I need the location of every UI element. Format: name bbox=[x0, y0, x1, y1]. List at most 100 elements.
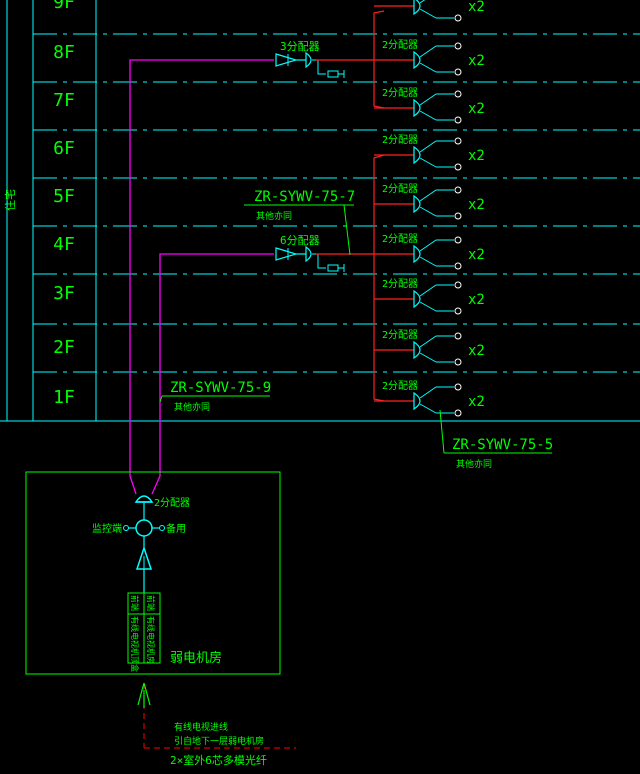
incoming-cable: 有线电视进线 引自地下一层弱电机房 2×室外6芯多模光纤 bbox=[137, 682, 296, 767]
tv-outlet-icon-7b bbox=[454, 307, 462, 315]
outlet-multiplier-5: x2 bbox=[468, 197, 485, 213]
trunk-line-lower bbox=[151, 253, 274, 495]
branch-splitter-group-9: 2分配器 x2 bbox=[374, 380, 485, 417]
headend-text-3: 前端 bbox=[146, 595, 156, 611]
tv-outlet-icon-2a bbox=[454, 42, 462, 50]
trunk-amplifier-icon-1 bbox=[275, 53, 299, 67]
branch-splitter-label-3: 2分配器 bbox=[382, 87, 418, 99]
right-port-label: 备用 bbox=[166, 522, 186, 535]
branch-splitter-label-5: 2分配器 bbox=[382, 183, 418, 195]
branch-splitter-label-2: 2分配器 bbox=[382, 39, 418, 51]
branch-splitter-icon-2 bbox=[413, 50, 421, 70]
branch-splitter-group-5: 2分配器 x2 bbox=[374, 183, 485, 220]
floor-label-5F: 5F bbox=[53, 186, 75, 207]
cable-spec-3: ZR-SYWV-75-5 bbox=[452, 437, 553, 453]
equipment-room-box bbox=[25, 471, 281, 675]
feeder-lower-bottom bbox=[373, 254, 385, 402]
cable-annotation-3: ZR-SYWV-75-5 其他亦同 bbox=[439, 409, 553, 470]
branch-splitter-label-8: 2分配器 bbox=[382, 329, 418, 341]
branch-splitters: x2 2分配器 x2 2分配器 x2 2分配器 x2 2分配器 x2 2分配器 x2 2分配器 x2 2分… bbox=[373, 0, 485, 417]
cable-annotation-2: ZR-SYWV-75-9 其他亦同 bbox=[159, 380, 271, 413]
incoming-arrow-icon bbox=[137, 682, 151, 708]
directional-coupler-icon bbox=[135, 519, 153, 537]
headend-text-2: 有线电视机顶盒 bbox=[130, 616, 140, 672]
feeder-upper-bottom bbox=[373, 60, 385, 109]
room-splitter-label: 2分配器 bbox=[154, 497, 190, 509]
branch-splitter-label-9: 2分配器 bbox=[382, 380, 418, 392]
tv-outlet-icon-1b bbox=[454, 14, 462, 22]
terminator-icon-2 bbox=[327, 264, 339, 272]
tv-outlet-icon-7a bbox=[454, 281, 462, 289]
branch-splitter-icon-8 bbox=[413, 340, 421, 360]
outlet-multiplier-1: x2 bbox=[468, 0, 485, 15]
branch-splitter-icon-4 bbox=[413, 145, 421, 165]
incoming-note-line1: 有线电视进线 bbox=[174, 721, 228, 733]
outlet-multiplier-2: x2 bbox=[468, 53, 485, 69]
left-port-label: 监控端 bbox=[92, 522, 122, 535]
branch-splitter-icon-3 bbox=[413, 98, 421, 118]
left-column-label: 住宅 bbox=[3, 189, 17, 211]
cable-annotation-1: ZR-SYWV-75-7 其他亦同 bbox=[244, 189, 355, 256]
trunk-cables bbox=[129, 59, 274, 495]
floor-label-3F: 3F bbox=[53, 283, 75, 304]
equipment-room: 弱电机房 2分配器 监控端 备用 前端 有线电视机顶盒 前端 有线电视机房 bbox=[25, 471, 281, 675]
floor-grid bbox=[0, 0, 640, 422]
branch-splitter-label-6: 2分配器 bbox=[382, 233, 418, 245]
trunk-amplifier-icon-2 bbox=[275, 247, 299, 261]
branch-splitter-icon-6 bbox=[413, 244, 421, 264]
tv-outlet-icon-5a bbox=[454, 186, 462, 194]
incoming-note-line3: 2×室外6芯多模光纤 bbox=[170, 753, 267, 767]
headend-text-1: 前端 bbox=[130, 595, 140, 611]
terminator-icon-1 bbox=[327, 70, 339, 78]
branch-splitter-group-6: 2分配器 x2 bbox=[374, 233, 485, 270]
tv-outlet-icon-3a bbox=[454, 90, 462, 98]
branch-splitter-icon-1 bbox=[413, 0, 421, 16]
tv-outlet-icon-4a bbox=[454, 137, 462, 145]
tv-outlet-icon-8a bbox=[454, 332, 462, 340]
equipment-room-name: 弱电机房 bbox=[170, 650, 222, 666]
tv-outlet-icon-8b bbox=[454, 358, 462, 366]
cable-note-2: 其他亦同 bbox=[174, 401, 210, 413]
outlet-multiplier-4: x2 bbox=[468, 148, 485, 164]
headend-text-4: 有线电视机房 bbox=[146, 616, 156, 664]
floor-label-8F: 8F bbox=[53, 42, 75, 63]
outlet-multiplier-9: x2 bbox=[468, 394, 485, 410]
floor-label-2F: 2F bbox=[53, 337, 75, 358]
trunk-splitters bbox=[275, 51, 374, 272]
trunk-line-upper bbox=[129, 59, 274, 495]
trunk-splitter-label-1: 3分配器 bbox=[280, 40, 320, 53]
tv-outlet-icon-2b bbox=[454, 68, 462, 76]
tv-outlet-icon-3b bbox=[454, 116, 462, 124]
floor-label-4F: 4F bbox=[53, 234, 75, 255]
cable-spec-2: ZR-SYWV-75-9 bbox=[170, 380, 271, 396]
branch-splitter-group-8: 2分配器 x2 bbox=[374, 329, 485, 366]
branch-splitter-icon-5 bbox=[413, 194, 421, 214]
cable-note-3: 其他亦同 bbox=[456, 458, 492, 470]
tv-outlet-icon-6a bbox=[454, 236, 462, 244]
tv-outlet-icon-9b bbox=[454, 409, 462, 417]
outlet-multiplier-6: x2 bbox=[468, 247, 485, 263]
branch-splitter-group-1: x2 bbox=[374, 0, 485, 22]
branch-splitter-icon-7 bbox=[413, 289, 421, 309]
cable-note-1: 其他亦同 bbox=[256, 210, 292, 222]
trunk-splitter-icon-1 bbox=[305, 51, 312, 69]
trunk-splitter-1 bbox=[275, 51, 374, 78]
incoming-note-line2: 引自地下一层弱电机房 bbox=[174, 735, 264, 747]
tv-outlet-icon-6b bbox=[454, 262, 462, 270]
branch-splitter-group-4: 2分配器 x2 bbox=[374, 134, 485, 171]
outlet-multiplier-7: x2 bbox=[468, 292, 485, 308]
branch-splitter-group-2: 2分配器 x2 bbox=[374, 39, 485, 76]
tv-outlet-icon-9a bbox=[454, 383, 462, 391]
outlet-multiplier-8: x2 bbox=[468, 343, 485, 359]
floor-label-1F: 1F bbox=[53, 387, 75, 408]
floor-label-7F: 7F bbox=[53, 90, 75, 111]
branch-splitter-icon-9 bbox=[413, 391, 421, 411]
branch-splitter-label-4: 2分配器 bbox=[382, 134, 418, 146]
room-splitter-icon bbox=[134, 495, 154, 503]
floor-label-6F: 6F bbox=[53, 138, 75, 159]
cable-spec-1: ZR-SYWV-75-7 bbox=[254, 189, 355, 205]
